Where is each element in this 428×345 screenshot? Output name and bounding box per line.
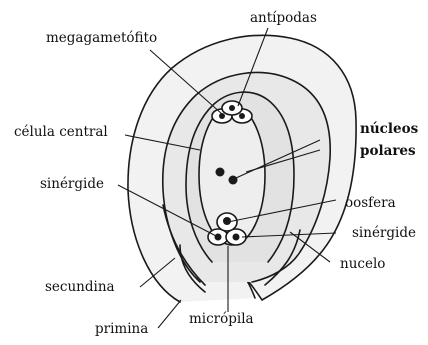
label-nucleos: núcleos — [360, 121, 419, 137]
label-secundina: secundina — [45, 279, 115, 295]
label-primina: primina — [95, 321, 148, 337]
label-micropila: micrópila — [189, 311, 254, 327]
label-oosfera: oosfera — [345, 195, 396, 211]
label-polares: polares — [360, 143, 416, 159]
label-megagametofito: megagametófito — [46, 30, 157, 46]
label-antipodas: antípodas — [250, 10, 317, 26]
label-sinergide-right: sinérgide — [352, 225, 416, 241]
label-celula-central: célula central — [14, 124, 108, 140]
label-sinergide-left: sinérgide — [40, 176, 104, 192]
label-nucelo: nucelo — [340, 256, 385, 272]
